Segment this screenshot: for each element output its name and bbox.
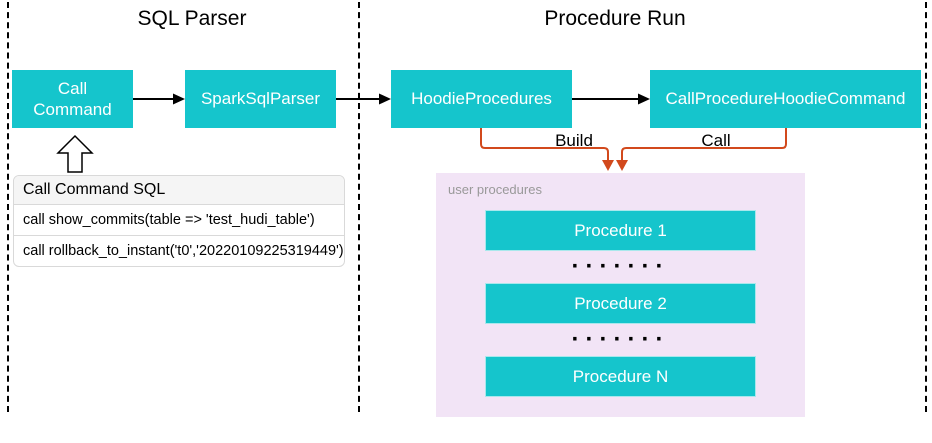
- procedure-1-label: Procedure 1: [574, 220, 667, 240]
- sql-row-rollback-to-instant: call rollback_to_instant('t0','202201092…: [14, 235, 344, 266]
- node-spark-sql-parser-label: SparkSqlParser: [200, 89, 321, 109]
- node-call-command: Call Command: [12, 70, 133, 128]
- procedure-n-box: Procedure N: [485, 356, 756, 397]
- section-title-sql-parser: SQL Parser: [137, 7, 247, 30]
- block-up-arrow-icon: [56, 134, 94, 173]
- procedure-1-box: Procedure 1: [485, 210, 756, 251]
- section-border-left: [7, 2, 9, 412]
- node-call-command-label: Call Command: [33, 78, 112, 119]
- node-hoodie-procedures: HoodieProcedures: [391, 70, 572, 128]
- arrowhead-icon: [638, 93, 650, 105]
- ellipsis-dots-2: ·······: [571, 326, 670, 353]
- arrowhead-down-icon: [602, 160, 614, 171]
- procedure-2-box: Procedure 2: [485, 283, 756, 324]
- node-hoodie-procedures-label: HoodieProcedures: [411, 89, 552, 109]
- section-title-procedure-run: Procedure Run: [544, 7, 686, 30]
- edge-label-build: Build: [555, 131, 593, 150]
- user-procedures-panel: user procedures Procedure 1 ······· Proc…: [436, 173, 805, 417]
- user-procedures-title: user procedures: [448, 182, 542, 197]
- arrowhead-icon: [379, 93, 391, 105]
- sql-panel-header: Call Command SQL: [14, 176, 344, 205]
- node-spark-sql-parser: SparkSqlParser: [185, 70, 336, 128]
- section-border-right: [925, 2, 927, 412]
- node-call-procedure-hoodie-command-label: CallProcedureHoodieCommand: [665, 89, 906, 109]
- edge-label-call: Call: [701, 131, 731, 150]
- arrowhead-down-icon: [616, 160, 628, 171]
- procedure-2-label: Procedure 2: [574, 293, 667, 313]
- ellipsis-dots-1: ·······: [571, 253, 670, 280]
- node-call-procedure-hoodie-command: CallProcedureHoodieCommand: [650, 70, 921, 128]
- procedure-n-label: Procedure N: [572, 366, 669, 386]
- section-divider-middle: [358, 2, 360, 412]
- arrowhead-icon: [173, 93, 185, 105]
- sql-row-show-commits: call show_commits(table => 'test_hudi_ta…: [23, 212, 315, 228]
- call-command-sql-panel: Call Command SQL call show_commits(table…: [13, 175, 345, 267]
